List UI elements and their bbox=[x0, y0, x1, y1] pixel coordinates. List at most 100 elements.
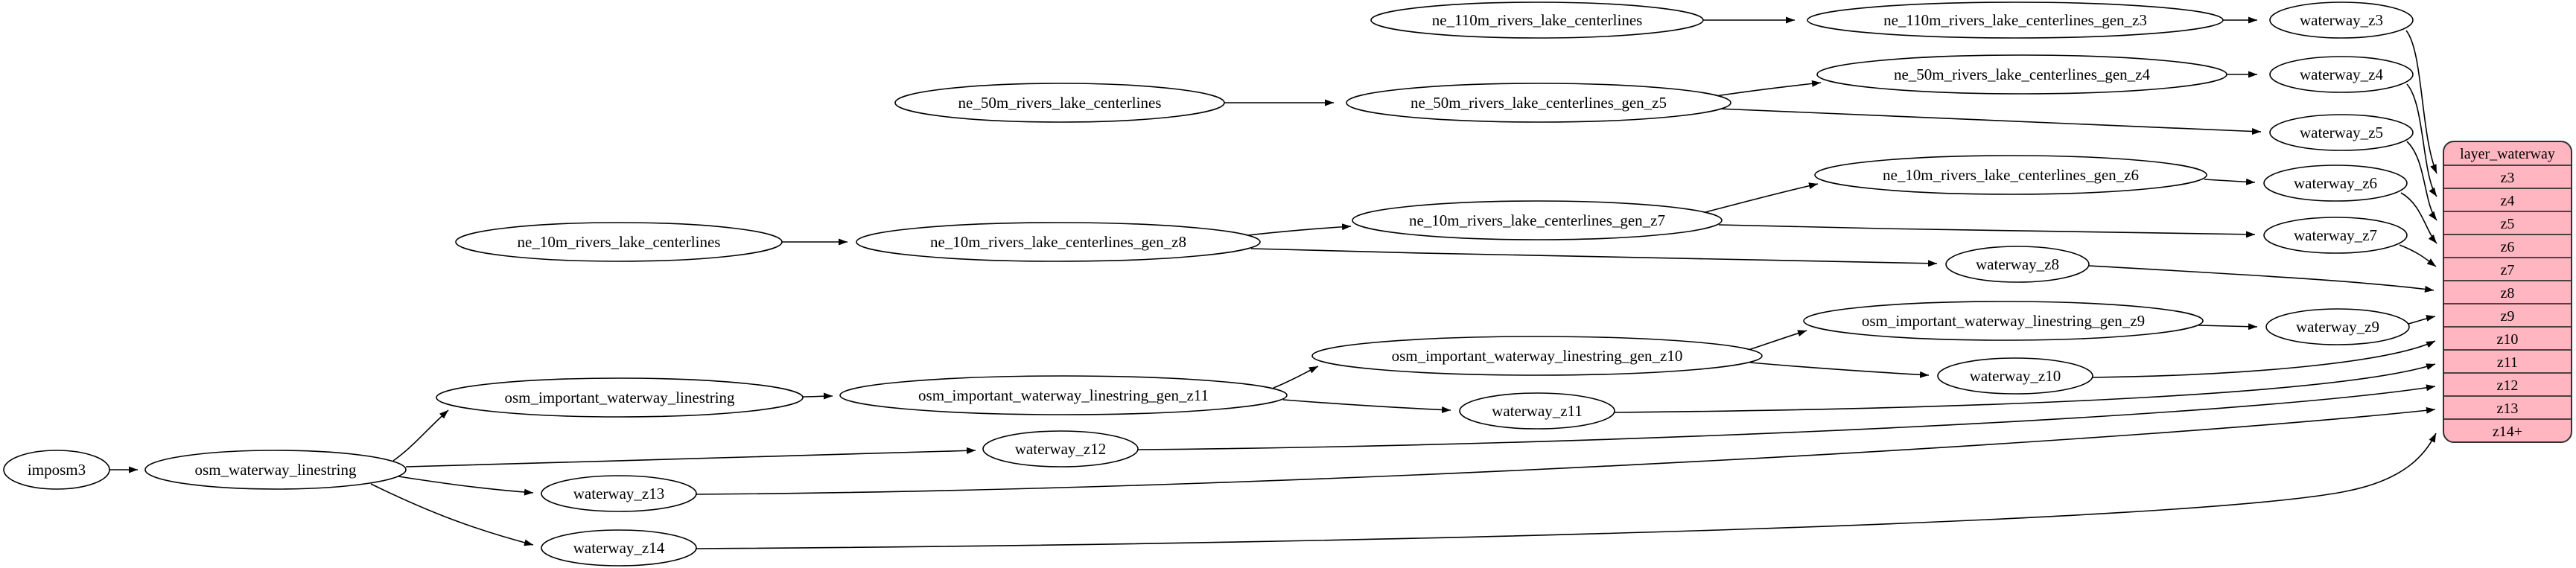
node-waterway_z8-label: waterway_z8 bbox=[1976, 255, 2059, 273]
layer-waterway-table-body bbox=[2443, 141, 2572, 443]
node-ne_10m_rivers_lake_centerlines: ne_10m_rivers_lake_centerlines bbox=[455, 222, 783, 262]
node-waterway_z13: waterway_z13 bbox=[541, 475, 697, 512]
node-ne_50m_rivers_lake_centerlines-shape bbox=[894, 83, 1225, 123]
node-waterway_z6-label: waterway_z6 bbox=[2294, 174, 2377, 192]
node-ne_110m_rivers_lake_centerlines_gen_z3-label: ne_110m_rivers_lake_centerlines_gen_z3 bbox=[1883, 11, 2147, 29]
edge-waterway_z12-to-row_z12 bbox=[1137, 384, 2436, 450]
layer-waterway-table: layer_waterway z3 z4 z5 z6 z7 z8 z9 z10 … bbox=[2443, 141, 2572, 443]
node-osm_important_waterway_linestring_gen_z11: osm_important_waterway_linestring_gen_z1… bbox=[839, 375, 1288, 415]
edge-layer bbox=[109, 16, 2437, 549]
node-osm_important_waterway_linestring_gen_z10-label: osm_important_waterway_linestring_gen_z1… bbox=[1392, 347, 1683, 365]
edge-waterway_z6-to-row_z6 bbox=[2400, 192, 2437, 244]
node-waterway_z13-shape bbox=[541, 475, 697, 512]
node-waterway_z11-shape bbox=[1459, 392, 1615, 430]
node-waterway_z14-label: waterway_z14 bbox=[573, 539, 665, 557]
node-waterway_z10-label: waterway_z10 bbox=[1970, 367, 2061, 385]
table-row-z11: z11 bbox=[2497, 354, 2518, 371]
table-row-z8: z8 bbox=[2501, 285, 2515, 301]
table-row-z3: z3 bbox=[2501, 170, 2515, 186]
node-osm_important_waterway_linestring_gen_z10: osm_important_waterway_linestring_gen_z1… bbox=[1311, 336, 1763, 376]
edge-gen_z11-to-waterway_z11 bbox=[1282, 399, 1451, 413]
node-osm_important_waterway_linestring_gen_z9-shape bbox=[1803, 301, 2204, 341]
edge-osm_waterway-to-waterway_z14 bbox=[370, 483, 534, 546]
node-waterway_z5-label: waterway_z5 bbox=[2300, 124, 2383, 141]
edge-gen_z7-to-waterway_z7 bbox=[1718, 224, 2256, 238]
node-waterway_z4: waterway_z4 bbox=[2269, 56, 2414, 93]
node-ne_50m_rivers_lake_centerlines_gen_z4-label: ne_50m_rivers_lake_centerlines_gen_z4 bbox=[1894, 66, 2151, 83]
node-osm_waterway_linestring-shape bbox=[144, 450, 407, 490]
node-ne_110m_rivers_lake_centerlines_gen_z3-shape bbox=[1807, 1, 2224, 39]
node-ne_50m_rivers_lake_centerlines_gen_z5-shape bbox=[1346, 83, 1731, 123]
table-row-z13: z13 bbox=[2497, 401, 2519, 417]
node-ne_10m_rivers_lake_centerlines_gen_z6: ne_10m_rivers_lake_centerlines_gen_z6 bbox=[1814, 155, 2207, 195]
node-ne_50m_rivers_lake_centerlines_gen_z5-label: ne_50m_rivers_lake_centerlines_gen_z5 bbox=[1411, 94, 1667, 112]
edge-osm_waterway-to-osm_important bbox=[392, 409, 449, 462]
node-waterway_z6: waterway_z6 bbox=[2263, 165, 2408, 202]
node-imposm3: imposm3 bbox=[3, 450, 110, 490]
node-waterway_z12: waterway_z12 bbox=[982, 430, 1139, 468]
node-waterway_z8-shape bbox=[1945, 246, 2090, 283]
node-ne_10m_rivers_lake_centerlines_gen_z7-label: ne_10m_rivers_lake_centerlines_gen_z7 bbox=[1409, 211, 1665, 229]
node-ne_10m_rivers_lake_centerlines_gen_z8-shape bbox=[856, 222, 1261, 262]
node-waterway_z8: waterway_z8 bbox=[1945, 246, 2090, 283]
node-osm_important_waterway_linestring_gen_z9: osm_important_waterway_linestring_gen_z9 bbox=[1803, 301, 2204, 341]
node-ne_50m_rivers_lake_centerlines_gen_z4-shape bbox=[1816, 54, 2227, 95]
node-ne_10m_rivers_lake_centerlines_gen_z6-label: ne_10m_rivers_lake_centerlines_gen_z6 bbox=[1883, 166, 2139, 184]
table-row-z7: z7 bbox=[2501, 262, 2515, 278]
node-ne_10m_rivers_lake_centerlines-shape bbox=[455, 222, 783, 262]
node-waterway_z3-label: waterway_z3 bbox=[2300, 11, 2383, 29]
edge-gen_z10-to-gen_z9 bbox=[1748, 330, 1807, 351]
node-waterway_z9-label: waterway_z9 bbox=[2296, 318, 2379, 336]
node-ne_50m_rivers_lake_centerlines: ne_50m_rivers_lake_centerlines bbox=[894, 83, 1225, 123]
edge-waterway_z11-to-row_z11 bbox=[1614, 363, 2436, 413]
node-ne_110m_rivers_lake_centerlines_gen_z3: ne_110m_rivers_lake_centerlines_gen_z3 bbox=[1807, 1, 2224, 39]
node-ne_10m_rivers_lake_centerlines-label: ne_10m_rivers_lake_centerlines bbox=[518, 233, 721, 251]
node-ne_10m_rivers_lake_centerlines_gen_z8-label: ne_10m_rivers_lake_centerlines_gen_z8 bbox=[930, 233, 1186, 251]
edge-gen_z8-to-gen_z7 bbox=[1247, 223, 1352, 236]
node-waterway_z3-shape bbox=[2269, 1, 2414, 39]
edge-waterway_z4-to-row_z4 bbox=[2406, 83, 2437, 197]
edge-waterway_z13-to-row_z13 bbox=[696, 406, 2436, 495]
edge-gen_z7-to-gen_z6 bbox=[1705, 182, 1819, 213]
node-waterway_z10: waterway_z10 bbox=[1937, 357, 2093, 395]
node-waterway_z9-shape bbox=[2265, 308, 2410, 345]
table-row-z4: z4 bbox=[2501, 193, 2515, 209]
edge-osm_waterway-to-waterway_z12 bbox=[405, 447, 976, 468]
edge-waterway_z3-to-row_z3 bbox=[2405, 30, 2437, 174]
node-ne_110m_rivers_lake_centerlines-shape bbox=[1370, 1, 1704, 39]
node-ne_10m_rivers_lake_centerlines_gen_z7-shape bbox=[1352, 200, 1723, 240]
edge-waterway_z7-to-row_z7 bbox=[2399, 244, 2437, 267]
node-osm_important_waterway_linestring_gen_z9-label: osm_important_waterway_linestring_gen_z9 bbox=[1862, 312, 2145, 330]
edge-waterway_z8-to-row_z8 bbox=[2088, 265, 2435, 293]
edge-gen_z5-to-gen_z4 bbox=[1715, 80, 1822, 97]
node-waterway_z13-label: waterway_z13 bbox=[573, 485, 664, 502]
node-ne_110m_rivers_lake_centerlines-label: ne_110m_rivers_lake_centerlines bbox=[1432, 11, 1643, 29]
node-ne_10m_rivers_lake_centerlines_gen_z8: ne_10m_rivers_lake_centerlines_gen_z8 bbox=[856, 222, 1261, 262]
edge-gen_z8-to-waterway_z8 bbox=[1250, 248, 1938, 267]
node-waterway_z7-shape bbox=[2263, 217, 2408, 254]
edge-waterway_z5-to-row_z5 bbox=[2406, 141, 2437, 221]
node-osm_important_waterway_linestring-shape bbox=[436, 377, 804, 418]
node-ne_50m_rivers_lake_centerlines-label: ne_50m_rivers_lake_centerlines bbox=[958, 94, 1162, 112]
node-osm_important_waterway_linestring: osm_important_waterway_linestring bbox=[436, 377, 804, 418]
node-ne_110m_rivers_lake_centerlines: ne_110m_rivers_lake_centerlines bbox=[1370, 1, 1704, 39]
node-waterway_z14-shape bbox=[541, 529, 697, 567]
node-ne_10m_rivers_lake_centerlines_gen_z7: ne_10m_rivers_lake_centerlines_gen_z7 bbox=[1352, 200, 1723, 240]
edge-waterway_z9-to-row_z9 bbox=[2408, 314, 2436, 325]
node-waterway_z5: waterway_z5 bbox=[2269, 114, 2414, 151]
edge-gen_z10-to-waterway_z10 bbox=[1749, 362, 1930, 378]
edge-osm_waterway-to-waterway_z13 bbox=[398, 476, 534, 496]
table-row-z10: z10 bbox=[2497, 331, 2519, 348]
table-row-z6: z6 bbox=[2501, 239, 2515, 255]
edge-waterway_z10-to-row_z10 bbox=[2092, 340, 2436, 378]
node-waterway_z10-shape bbox=[1937, 357, 2093, 395]
node-waterway_z12-shape bbox=[982, 430, 1139, 468]
node-waterway_z4-shape bbox=[2269, 56, 2414, 93]
table-row-z5: z5 bbox=[2501, 216, 2515, 232]
node-osm_important_waterway_linestring_gen_z10-shape bbox=[1311, 336, 1763, 376]
node-imposm3-label: imposm3 bbox=[28, 461, 86, 479]
edge-waterway_z14-to-row_z14 bbox=[696, 433, 2437, 549]
node-osm_waterway_linestring: osm_waterway_linestring bbox=[144, 450, 407, 490]
node-ne_50m_rivers_lake_centerlines_gen_z5: ne_50m_rivers_lake_centerlines_gen_z5 bbox=[1346, 83, 1731, 123]
